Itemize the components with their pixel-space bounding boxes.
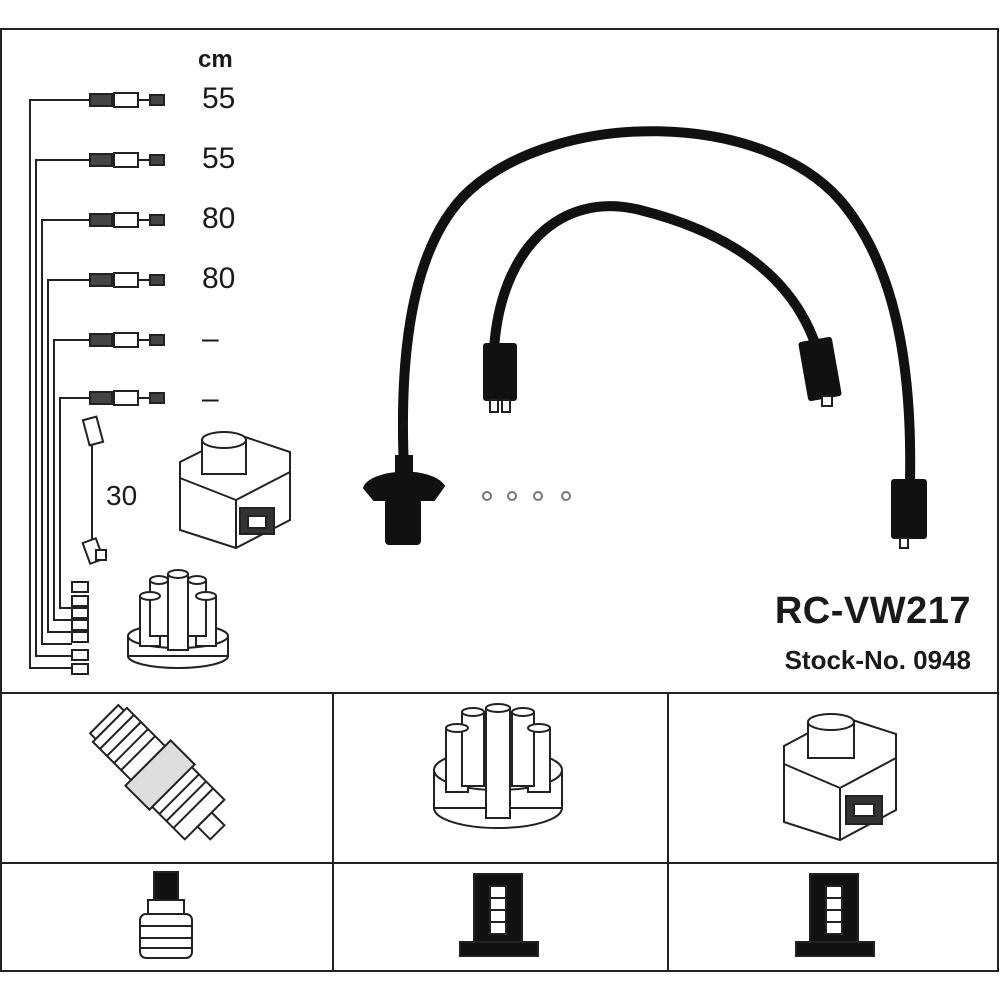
panel-divider: [2, 692, 997, 694]
coil-cable-length: 30: [106, 480, 138, 511]
row-divider: [2, 862, 997, 864]
cable-length-5: –: [202, 322, 219, 355]
cap-terminal-icon: [459, 873, 539, 957]
coil-terminal-icon: [795, 873, 875, 957]
column-divider-2: [667, 692, 669, 970]
terminal-pins: [489, 395, 909, 549]
cable-length-2: 55: [202, 142, 236, 175]
cable-boots: [362, 336, 927, 545]
cable-length-6: –: [202, 382, 219, 415]
plug-terminal-icon: [139, 871, 193, 959]
distributor-cap-icon: [127, 569, 229, 669]
cable-length-1: 55: [202, 82, 236, 115]
distributor-cap-large-icon: [433, 703, 563, 829]
coil-cable-schematic: [81, 415, 107, 566]
ignition-coil-large-icon: [783, 713, 897, 842]
spark-plug-icon: [88, 703, 226, 841]
diagram-frame: cm 55 55 80 80 – – 30 RC-VW217 Stock-No.…: [0, 28, 999, 972]
cable-end-terminals: [71, 581, 89, 675]
product-code: RC-VW217: [774, 590, 971, 632]
cable-connectors: [89, 92, 165, 406]
main-panel: cm 55 55 80 80 – – 30 RC-VW217 Stock-No.…: [2, 30, 997, 692]
cable-length-3: 80: [202, 202, 236, 235]
stock-number: Stock-No. 0948: [784, 645, 971, 675]
ignition-coil-icon: [179, 431, 291, 550]
length-unit: cm: [198, 46, 233, 73]
cable-length-4: 80: [202, 262, 236, 295]
spare-rings: [482, 491, 571, 501]
cable-schematic: [29, 99, 90, 669]
column-divider-1: [332, 692, 334, 970]
long-ignition-cable: [397, 126, 916, 487]
